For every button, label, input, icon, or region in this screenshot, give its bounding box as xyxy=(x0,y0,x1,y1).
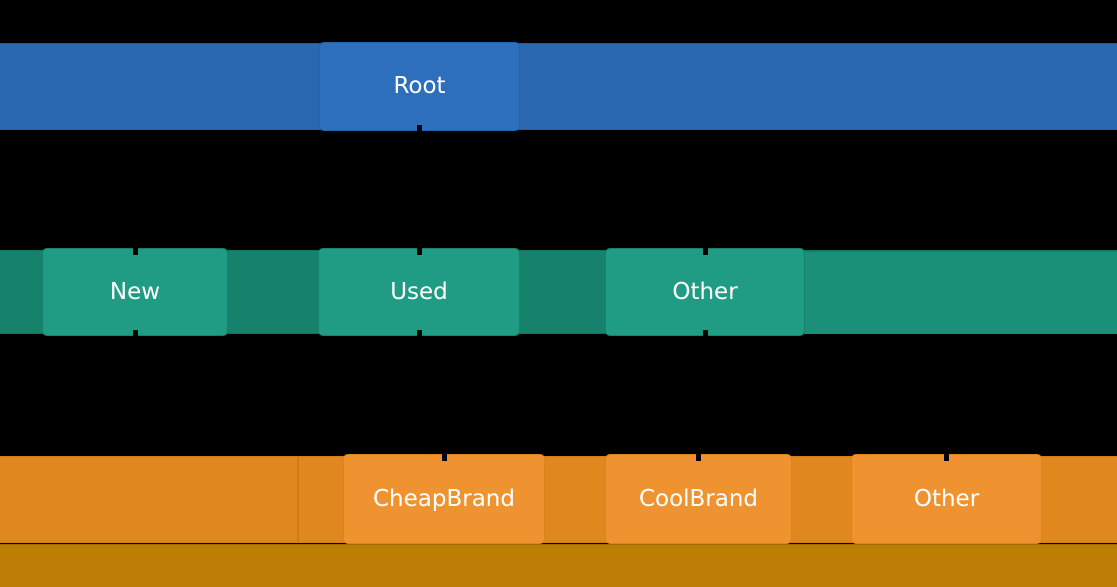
connector-tick-top xyxy=(702,247,708,255)
node-label: Other xyxy=(913,485,980,512)
connector-tick-bottom xyxy=(702,330,708,338)
connector-tick-bottom xyxy=(132,330,138,338)
tree-node-new[interactable]: New xyxy=(42,247,228,338)
tree-node-coolbrand[interactable]: CoolBrand xyxy=(605,453,792,544)
node-label: CoolBrand xyxy=(638,485,759,512)
tree-node-root[interactable]: Root xyxy=(319,42,520,133)
connector-tick-top xyxy=(696,453,701,461)
level-2-condition-segment-0 xyxy=(805,252,1117,334)
node-label: Other xyxy=(672,278,738,305)
level-3-brand-segment-0 xyxy=(297,456,299,543)
connector-tick-bottom xyxy=(416,330,422,338)
node-label: Used xyxy=(390,278,448,305)
node-label: New xyxy=(109,278,161,305)
node-label: CheapBrand xyxy=(373,485,515,512)
node-label: Root xyxy=(393,73,446,99)
level-1-root-bar xyxy=(0,43,1117,130)
leaf-level-strip xyxy=(0,544,1117,587)
tree-node-other[interactable]: Other xyxy=(851,453,1042,544)
connector-tick-top xyxy=(132,247,138,255)
tree-node-used[interactable]: Used xyxy=(318,247,520,338)
connector-tick-top xyxy=(416,247,422,255)
connector-tick-bottom xyxy=(417,125,422,133)
connector-tick-top xyxy=(944,453,949,461)
tree-node-other[interactable]: Other xyxy=(605,247,805,338)
connector-tick-top xyxy=(441,453,447,461)
tree-node-cheapbrand[interactable]: CheapBrand xyxy=(343,453,545,544)
